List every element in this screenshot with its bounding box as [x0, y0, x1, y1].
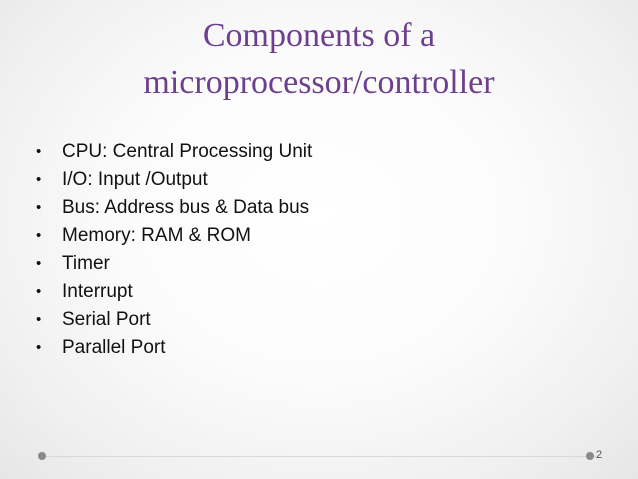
bullet-item: • CPU: Central Processing Unit — [36, 138, 312, 166]
bullet-item: • Serial Port — [36, 306, 312, 334]
title-line-1: Components of a — [202, 17, 436, 54]
bullet-icon: • — [36, 143, 42, 160]
page-number: 2 — [596, 449, 603, 461]
footer-left-dot-icon — [38, 452, 46, 460]
bullet-icon: • — [36, 227, 42, 244]
bullet-text: Parallel Port — [62, 337, 166, 358]
bullet-item: • Interrupt — [36, 278, 312, 306]
footer-right-dot-icon — [586, 452, 594, 460]
bullet-icon: • — [36, 255, 42, 272]
bullet-text: Bus: Address bus & Data bus — [62, 197, 310, 218]
bullet-item: • Memory: RAM & ROM — [36, 222, 312, 250]
bullet-text: Timer — [62, 253, 110, 274]
bullet-icon: • — [36, 311, 42, 328]
bullet-text: Interrupt — [62, 281, 133, 302]
bullet-icon: • — [36, 199, 42, 216]
bullet-icon: • — [36, 171, 42, 188]
bullet-icon: • — [36, 339, 42, 356]
bullet-item: • Parallel Port — [36, 334, 312, 362]
bullet-list: • CPU: Central Processing Unit • I/O: Inpu… — [36, 138, 312, 362]
bullet-text: Memory: RAM & ROM — [62, 225, 251, 246]
bullet-item: • I/O: Input /Output — [36, 166, 312, 194]
bullet-text: Serial Port — [62, 309, 151, 330]
title-line-2: microprocessor/controller — [143, 64, 495, 101]
bullet-item: • Bus: Address bus & Data bus — [36, 194, 312, 222]
bullet-text: CPU: Central Processing Unit — [62, 141, 313, 162]
bullet-text: I/O: Input /Output — [62, 169, 208, 190]
bullet-icon: • — [36, 283, 42, 300]
footer-divider — [42, 456, 596, 457]
bullet-item: • Timer — [36, 250, 312, 278]
slide-title: Components of a microprocessor/controlle… — [0, 12, 638, 106]
